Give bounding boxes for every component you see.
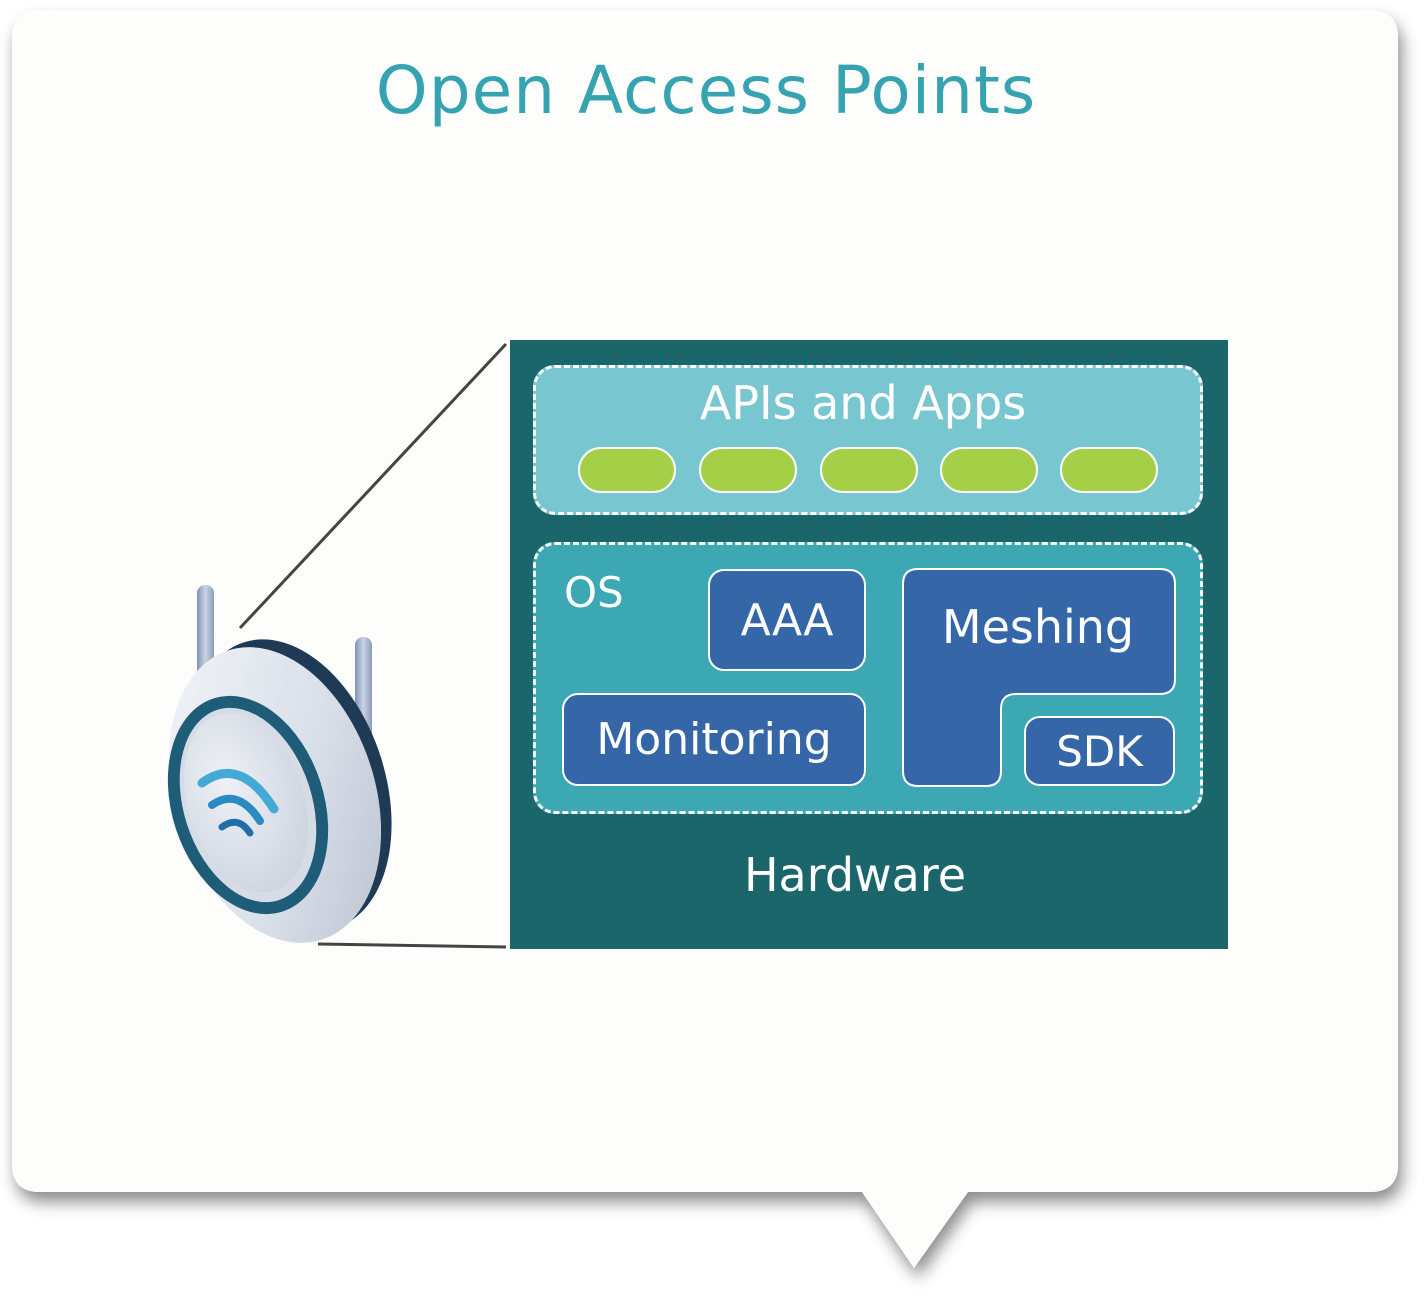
app-pill [578, 447, 676, 493]
app-pill [820, 447, 918, 493]
wifi-access-point-icon [167, 585, 392, 943]
monitoring-module: Monitoring [562, 693, 866, 786]
diagram-title: Open Access Points [375, 52, 1037, 129]
app-pill [1060, 447, 1158, 493]
hardware-label: Hardware [743, 848, 967, 902]
meshing-module [902, 568, 1176, 787]
monitoring-label: Monitoring [596, 714, 832, 765]
aaa-label: AAA [740, 594, 834, 646]
wifi-signal-icon [197, 769, 279, 837]
sdk-label: SDK [1056, 726, 1143, 776]
app-pill [940, 447, 1038, 493]
apis-and-apps-label: APIs and Apps [699, 376, 1027, 430]
app-pill [699, 447, 797, 493]
meshing-label: Meshing [941, 600, 1135, 654]
sdk-module: SDK [1024, 716, 1175, 786]
aaa-module: AAA [708, 569, 866, 671]
os-label: OS [564, 568, 624, 617]
